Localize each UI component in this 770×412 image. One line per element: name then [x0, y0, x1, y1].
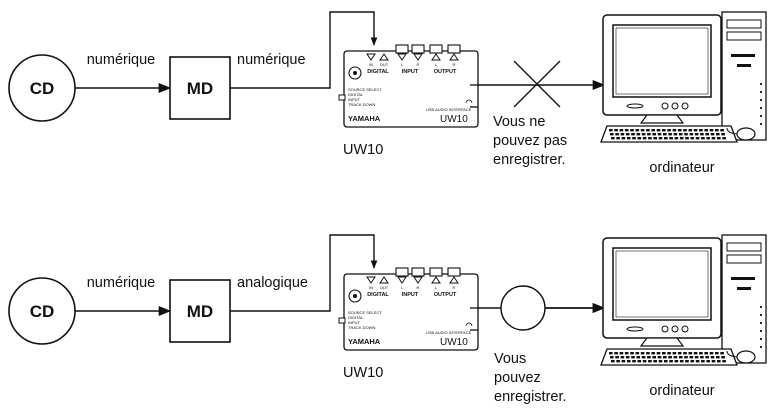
group-input: INPUT	[402, 69, 419, 75]
port-out-r: R	[453, 62, 456, 67]
computer-label: ordinateur	[649, 160, 714, 176]
computer-icon	[600, 234, 767, 366]
source-trackdown: TRACK DOWN	[348, 325, 375, 330]
computer-label: ordinateur	[649, 383, 714, 399]
cross-mark-icon	[513, 60, 561, 108]
group-output: OUTPUT	[434, 69, 457, 75]
source-input: INPUT	[348, 320, 361, 325]
port-out-r: R	[453, 285, 456, 290]
port-out-l: L	[435, 62, 438, 67]
source-digital: DIGITAL	[348, 315, 364, 320]
port-in-r: R	[417, 285, 420, 290]
link2-label: analogique	[237, 275, 308, 291]
link1-label: numérique	[87, 275, 156, 291]
result-text-line: enregistrer.	[493, 152, 566, 168]
cd-label: CD	[30, 79, 55, 98]
model-logo: UW10	[440, 337, 468, 348]
port-out: OUT	[380, 62, 389, 67]
md-box	[169, 279, 231, 343]
group-digital: DIGITAL	[367, 69, 389, 75]
link1-label: numérique	[87, 52, 156, 68]
arrow-md-uw10	[230, 11, 378, 89]
port-out: OUT	[380, 285, 389, 290]
result-text-line: Vous	[494, 351, 526, 367]
md-label: MD	[187, 79, 213, 98]
product-line: USB AUDIO INTERFACE	[426, 107, 472, 112]
source-select-label: SOURCE SELECT	[348, 310, 382, 315]
source-select-label: SOURCE SELECT	[348, 87, 382, 92]
yamaha-logo: YAMAHA	[348, 337, 381, 346]
port-out-l: L	[435, 285, 438, 290]
computer-icon	[600, 11, 767, 143]
port-in-l: L	[401, 285, 404, 290]
circle-ok-icon	[500, 285, 546, 331]
yamaha-logo: YAMAHA	[348, 114, 381, 123]
cd-label: CD	[30, 302, 55, 321]
uw10-label: UW10	[343, 365, 383, 381]
result-text-line: enregistrer.	[494, 389, 567, 405]
md-box	[169, 56, 231, 120]
port-in: IN	[369, 285, 373, 290]
group-input: INPUT	[402, 292, 419, 298]
link2-label: numérique	[237, 52, 306, 68]
result-text-line: pouvez	[494, 370, 541, 386]
arrow-md-uw10	[230, 234, 378, 312]
group-output: OUTPUT	[434, 292, 457, 298]
result-text-line: Vous ne	[493, 114, 545, 130]
md-label: MD	[187, 302, 213, 321]
group-digital: DIGITAL	[367, 292, 389, 298]
source-input: INPUT	[348, 97, 361, 102]
model-logo: UW10	[440, 114, 468, 125]
source-digital: DIGITAL	[348, 92, 364, 97]
uw10-label: UW10	[343, 142, 383, 158]
product-line: USB AUDIO INTERFACE	[426, 330, 472, 335]
port-in-r: R	[417, 62, 420, 67]
port-in: IN	[369, 62, 373, 67]
source-trackdown: TRACK DOWN	[348, 102, 375, 107]
result-text-line: pouvez pas	[493, 133, 567, 149]
port-in-l: L	[401, 62, 404, 67]
